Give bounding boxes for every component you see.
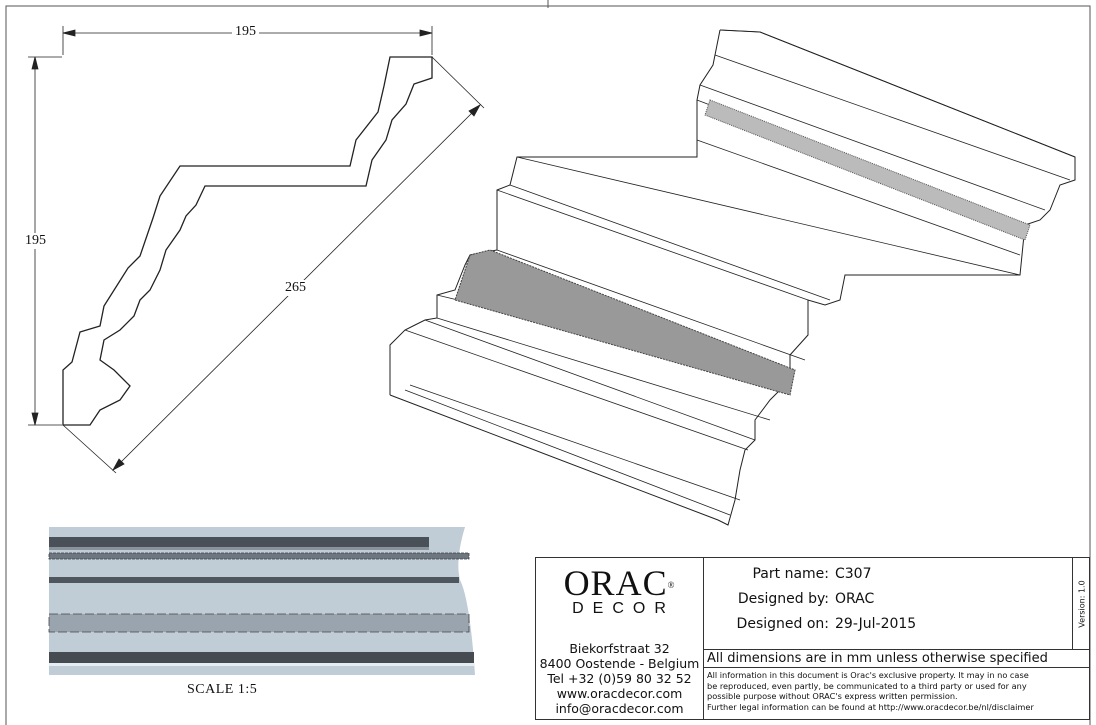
dimension-width-label: 195 bbox=[232, 24, 259, 40]
ornament-band-lower bbox=[454, 249, 796, 396]
ornament-band-upper bbox=[704, 99, 1031, 241]
part-name-row: Part name:C307 bbox=[752, 566, 872, 582]
company-address: Biekorfstraat 32 8400 Oostende - Belgium… bbox=[539, 641, 700, 716]
part-fields: Part name:C307 Designed by:ORAC Designed… bbox=[703, 566, 1072, 641]
designed-by-row: Designed by:ORAC bbox=[737, 591, 875, 607]
drawing-frame bbox=[5, 0, 1091, 725]
title-block: ORAC® DECOR Biekorfstraat 32 8400 Oosten… bbox=[535, 557, 1090, 720]
version-label: Version: 1.0 bbox=[1077, 579, 1087, 628]
units-note: All dimensions are in mm unless otherwis… bbox=[707, 651, 1048, 666]
isometric-view bbox=[389, 29, 1076, 526]
legal-notice: All information in this document is Orac… bbox=[707, 670, 1034, 712]
dimension-diagonal-label: 265 bbox=[282, 280, 309, 296]
profile-section bbox=[62, 56, 433, 426]
rendered-elevation bbox=[48, 527, 475, 675]
designed-on-row: Designed on:29-Jul-2015 bbox=[736, 616, 917, 632]
orac-decor-logo: ORAC® DECOR bbox=[563, 563, 676, 617]
scale-label: SCALE 1:5 bbox=[187, 682, 258, 697]
dimension-height-label: 195 bbox=[22, 233, 49, 249]
